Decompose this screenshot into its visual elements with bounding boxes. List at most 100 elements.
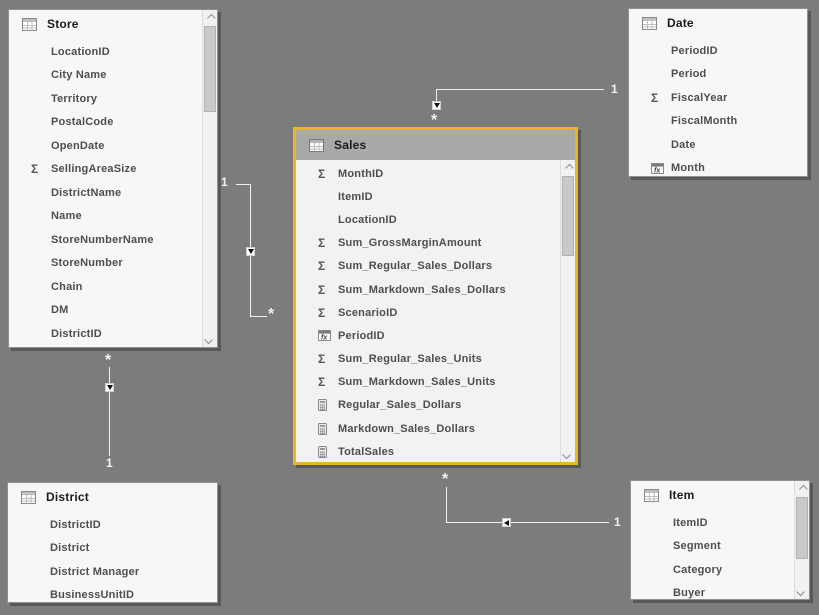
relationship-store-sales-line[interactable] [236, 184, 251, 185]
sigma-icon: Σ [31, 162, 39, 177]
table-title: Item [669, 488, 695, 502]
field-label: Sum_Markdown_Sales_Dollars [338, 283, 506, 296]
field-row[interactable]: City Name [9, 64, 217, 88]
field-row[interactable]: StoreNumberName [9, 228, 217, 252]
field-row[interactable]: District [8, 537, 217, 561]
field-row[interactable]: PostalCode [9, 111, 217, 135]
field-label: District Manager [50, 565, 140, 578]
table-store-header[interactable]: Store [9, 10, 217, 38]
relationship-item-sales-line[interactable] [446, 522, 609, 523]
relationship-district-store-line[interactable] [109, 367, 110, 456]
relationship-date-sales-line[interactable] [437, 89, 604, 90]
cardinality-one: 1 [106, 456, 113, 470]
table-item[interactable]: Item ItemID Segment Category Buyer [630, 480, 810, 600]
field-label: Sum_Regular_Sales_Dollars [338, 260, 493, 273]
table-store[interactable]: Store LocationID City Name Territory Pos… [8, 9, 218, 348]
field-row[interactable]: FiscalMonth [629, 110, 807, 134]
field-row[interactable]: Buyer [631, 582, 809, 599]
scrollbar-thumb[interactable] [796, 497, 808, 559]
field-row[interactable]: Regular_Sales_Dollars [296, 394, 575, 417]
scroll-down-icon[interactable] [561, 447, 575, 462]
field-row[interactable]: OpenDate [9, 134, 217, 158]
scroll-up-icon[interactable] [203, 10, 217, 25]
scrollbar-thumb[interactable] [562, 176, 574, 256]
calculator-icon [318, 445, 338, 458]
cardinality-many: * [431, 112, 438, 129]
table-district[interactable]: District DistrictID District District Ma… [7, 482, 218, 603]
field-label: Sum_GrossMarginAmount [338, 237, 482, 250]
field-row[interactable]: Date [629, 133, 807, 157]
field-row[interactable]: Territory [9, 87, 217, 111]
scroll-up-icon[interactable] [561, 160, 575, 175]
field-label: BusinessUnitID [50, 589, 135, 602]
relationship-arrow-icon[interactable] [246, 247, 255, 256]
field-row[interactable]: TotalSales [296, 440, 575, 462]
sigma-icon: Σ [318, 282, 326, 297]
table-district-fields: DistrictID District District Manager Bus… [8, 511, 217, 603]
scroll-down-icon[interactable] [795, 584, 809, 599]
field-row[interactable]: Category [631, 558, 809, 582]
field-row[interactable]: LocationID [296, 208, 575, 231]
table-icon [642, 16, 657, 30]
relationship-store-sales-line[interactable] [250, 316, 267, 317]
field-label: Markdown_Sales_Dollars [338, 422, 476, 435]
field-label: PostalCode [51, 116, 114, 129]
field-label: Category [673, 563, 723, 576]
field-row[interactable]: DistrictName [9, 181, 217, 205]
cardinality-one: 1 [611, 82, 618, 96]
scrollbar-thumb[interactable] [204, 26, 216, 112]
field-row[interactable]: District Manager [8, 560, 217, 584]
field-row[interactable]: Chain [9, 275, 217, 299]
relationship-arrow-icon[interactable] [502, 518, 511, 527]
cardinality-one: 1 [221, 175, 228, 189]
field-row[interactable]: Σ Sum_Markdown_Sales_Dollars [296, 278, 575, 301]
relationship-date-sales-line[interactable] [436, 89, 437, 102]
field-row[interactable]: ItemID [631, 511, 809, 535]
field-label: ItemID [673, 516, 708, 529]
field-label: Segment [673, 540, 721, 553]
relationship-item-sales-line[interactable] [446, 487, 447, 523]
field-row[interactable]: Markdown_Sales_Dollars [296, 417, 575, 440]
item-scrollbar[interactable] [794, 481, 809, 599]
field-row[interactable]: StoreNumber [9, 252, 217, 276]
table-title: Sales [334, 138, 367, 152]
field-row[interactable]: LocationID [9, 40, 217, 64]
field-row[interactable]: DistrictID [9, 322, 217, 346]
scroll-up-icon[interactable] [795, 481, 809, 496]
sigma-icon: Σ [318, 166, 326, 181]
table-title: Store [47, 17, 79, 31]
table-sales-header[interactable]: Sales [296, 130, 575, 160]
sigma-icon: Σ [318, 375, 326, 390]
sigma-icon: Σ [318, 352, 326, 367]
table-item-header[interactable]: Item [631, 481, 809, 509]
relationship-arrow-icon[interactable] [105, 383, 114, 392]
field-row[interactable]: Name [9, 205, 217, 229]
table-date-header[interactable]: Date [629, 9, 807, 37]
scroll-down-icon[interactable] [203, 332, 217, 347]
table-item-fields: ItemID Segment Category Buyer [631, 509, 809, 599]
sales-scrollbar[interactable] [560, 160, 575, 462]
field-row[interactable]: DM [9, 299, 217, 323]
field-row[interactable]: PeriodID [629, 39, 807, 63]
field-row[interactable]: BusinessUnitID [8, 584, 217, 603]
table-district-header[interactable]: District [8, 483, 217, 511]
store-scrollbar[interactable] [202, 10, 217, 347]
field-row[interactable]: Segment [631, 535, 809, 559]
relationship-arrow-icon[interactable] [432, 101, 441, 110]
field-row[interactable]: Period [629, 63, 807, 87]
field-row[interactable]: ItemID [296, 185, 575, 208]
field-row[interactable]: DistrictID [8, 513, 217, 537]
